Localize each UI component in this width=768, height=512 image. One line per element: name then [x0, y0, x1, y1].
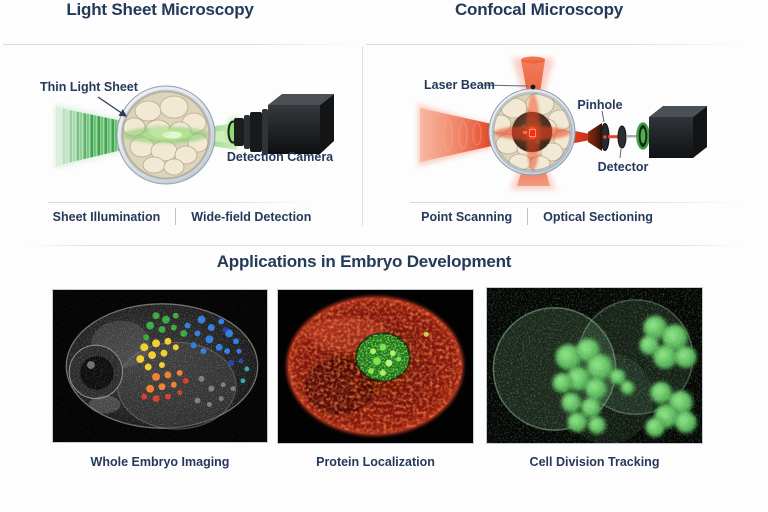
lightsheet-diagram — [55, 85, 334, 185]
lightsheet-specimen-sphere — [116, 85, 216, 185]
laser-beam-label: Laser Beam — [424, 78, 495, 92]
light-sheet-beam — [55, 104, 122, 169]
confocal-title-underline — [366, 44, 746, 45]
lightsheet-captions: Sheet Illumination Wide-field Detection — [0, 208, 364, 225]
panel-divider — [362, 46, 363, 226]
sheet-illumination-caption: Sheet Illumination — [52, 209, 161, 224]
lightsheet-title-underline — [3, 44, 360, 45]
whole-embryo-caption: Whole Embryo Imaging — [90, 455, 230, 469]
detection-camera-label: Detection Camera — [226, 150, 334, 164]
cell-division-image — [486, 287, 703, 444]
optical-sectioning-caption: Optical Sectioning — [543, 209, 653, 224]
applications-title: Applications in Embryo Development — [216, 252, 512, 271]
cell-division-caption: Cell Division Tracking — [529, 455, 660, 469]
pinhole-detector-optics — [588, 122, 650, 151]
point-scanning-caption: Point Scanning — [421, 209, 513, 224]
section-separator — [28, 245, 740, 246]
confocal-specimen-sphere — [488, 88, 576, 176]
laser-beam-pointer-dot — [530, 84, 536, 90]
detector-box-icon — [649, 106, 707, 158]
thin-light-sheet-label: Thin Light Sheet — [40, 80, 138, 94]
confocal-annotation-lines — [481, 84, 622, 159]
wide-field-caption: Wide-field Detection — [191, 209, 312, 224]
thin-light-sheet-arrow — [97, 96, 128, 117]
lightsheet-panel-bottom-rule — [48, 202, 312, 203]
confocal-title: Confocal Microscopy — [454, 0, 624, 19]
camera-icon — [226, 94, 334, 155]
protein-localization-image — [277, 289, 474, 444]
caption-divider — [175, 208, 177, 225]
caption-divider — [527, 208, 529, 225]
detector-label: Detector — [597, 160, 649, 174]
confocal-diagram — [418, 56, 707, 190]
confocal-panel-bottom-rule — [410, 202, 742, 203]
protein-localization-caption: Protein Localization — [316, 455, 435, 469]
whole-embryo-image — [52, 289, 268, 443]
confocal-captions: Point Scanning Optical Sectioning — [364, 208, 710, 225]
pinhole-label: Pinhole — [577, 98, 623, 112]
lightsheet-title: Light Sheet Microscopy — [66, 0, 254, 19]
